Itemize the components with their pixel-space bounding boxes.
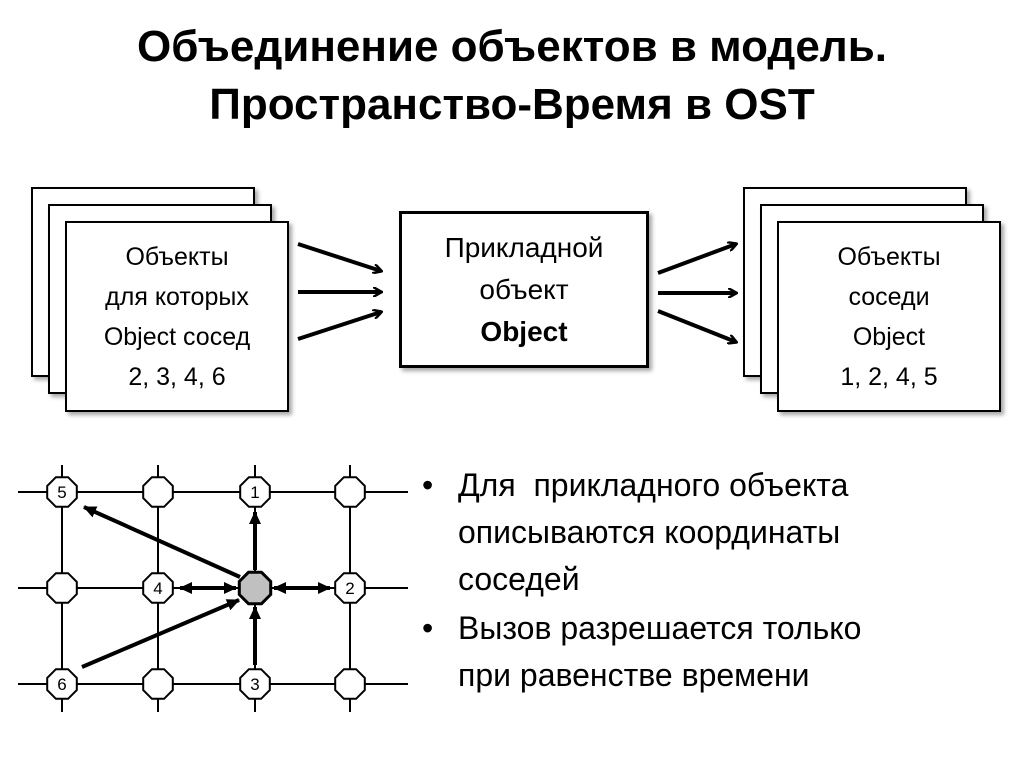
bullet-list: • Для прикладного объекта описываются ко… bbox=[418, 462, 1008, 699]
right-box-line-2: соседи bbox=[848, 282, 930, 311]
center-object-box: Прикладной объект Object bbox=[399, 211, 649, 368]
grid-arrow-to-5 bbox=[83, 505, 241, 579]
left-box-line-4: 2, 3, 4, 6 bbox=[128, 362, 226, 391]
grid-node-label-5: 5 bbox=[57, 483, 66, 502]
left-box-line-3: Object сосед bbox=[103, 322, 251, 351]
grid-node-label-1: 1 bbox=[250, 483, 259, 502]
right-box-text: Объекты соседи Object 1, 2, 4, 5 bbox=[777, 221, 1001, 412]
bullet-1-line-1: Для прикладного объекта bbox=[458, 467, 849, 503]
grid-node-center bbox=[237, 570, 273, 606]
slide-title: Объединение объектов в модель. Пространс… bbox=[0, 18, 1024, 134]
bullet-2-line-1: Вызов разрешается только bbox=[458, 610, 862, 646]
grid-node bbox=[142, 476, 174, 508]
grid-node bbox=[142, 668, 174, 700]
title-line-2: Пространство-Время в OST bbox=[209, 80, 815, 129]
grid-node bbox=[239, 476, 271, 508]
grid-node bbox=[239, 668, 271, 700]
arrow-right-out-top bbox=[657, 244, 736, 275]
grid-nodes: 5 1 4 2 6 3 bbox=[46, 476, 366, 700]
left-box-line-2: для которых bbox=[105, 282, 249, 311]
grid-node bbox=[334, 668, 366, 700]
left-box-text: Объекты для которых Object сосед 2, 3, 4… bbox=[65, 221, 289, 412]
bullet-item-2: • Вызов разрешается только при равенстве… bbox=[418, 605, 1008, 699]
right-box-line-4: 1, 2, 4, 5 bbox=[840, 362, 938, 391]
grid-arrow-from-6 bbox=[81, 598, 240, 669]
right-box-line-1: Объекты bbox=[837, 242, 941, 271]
center-box-line-1: Прикладной bbox=[444, 231, 604, 263]
bullet-2-line-2: при равенстве времени bbox=[458, 657, 810, 693]
grid-node-label-4: 4 bbox=[153, 579, 162, 598]
grid-node bbox=[46, 476, 78, 508]
center-box-line-2: объект bbox=[479, 273, 569, 305]
bullet-1-line-3: соседей bbox=[458, 561, 580, 597]
arrow-right-out-bottom bbox=[657, 309, 736, 342]
grid-node bbox=[46, 668, 78, 700]
grid-node-label-2: 2 bbox=[345, 579, 354, 598]
title-line-1: Объединение объектов в модель. bbox=[136, 22, 888, 71]
grid-lines bbox=[18, 465, 408, 712]
left-stack-card-front bbox=[65, 221, 289, 412]
arrow-left-in-bottom bbox=[297, 312, 381, 341]
right-box-line-3: Object bbox=[852, 322, 926, 351]
bullet-item-1: • Для прикладного объекта описываются ко… bbox=[418, 462, 1008, 603]
right-stack-card-front bbox=[777, 221, 1001, 412]
grid-arrows bbox=[81, 505, 331, 669]
bullet-1-line-2: описываются координаты bbox=[458, 514, 841, 550]
grid-node bbox=[142, 572, 174, 604]
grid-node bbox=[334, 572, 366, 604]
bullet-marker: • bbox=[422, 610, 434, 646]
grid-node bbox=[46, 572, 78, 604]
left-box-line-1: Объекты bbox=[125, 242, 229, 271]
center-box-object-label: Object bbox=[480, 315, 568, 347]
grid-node-label-6: 6 bbox=[57, 675, 66, 694]
bullet-marker: • bbox=[422, 467, 434, 503]
arrow-left-in-top bbox=[297, 242, 381, 271]
grid-node bbox=[334, 476, 366, 508]
grid-node-label-3: 3 bbox=[250, 675, 259, 694]
